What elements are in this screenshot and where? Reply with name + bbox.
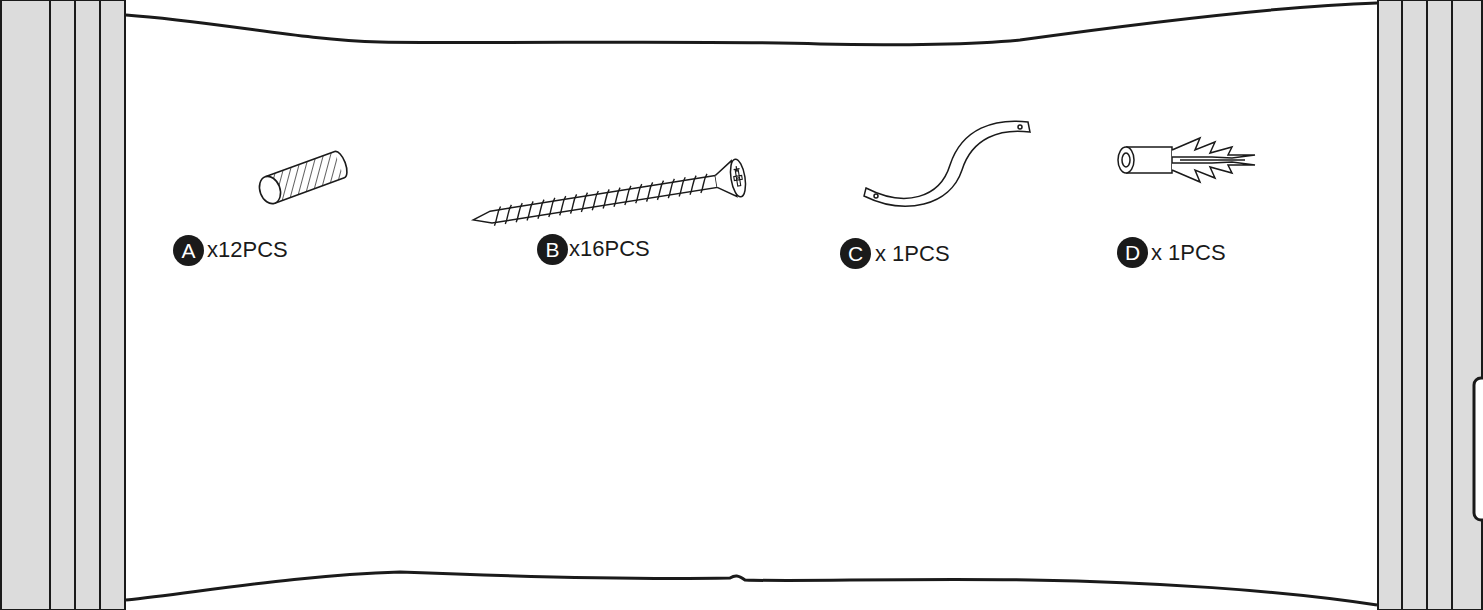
screw-thread	[557, 196, 569, 215]
quantity-text: x16PCS	[569, 236, 650, 262]
screw-thread	[589, 191, 601, 210]
quantity-text: x12PCS	[207, 237, 288, 263]
screw-thread	[535, 200, 547, 219]
screw-thread	[676, 177, 688, 196]
screw-thread	[622, 186, 634, 205]
bag-edge	[126, 572, 1377, 605]
screw-thread	[568, 194, 580, 213]
dowel-pin	[256, 149, 350, 206]
quantity-text: x 1PCS	[1151, 240, 1226, 266]
screw-thread	[633, 184, 645, 203]
callout-letter: A	[173, 235, 204, 266]
hang-tab	[1474, 378, 1483, 520]
screw-thread	[513, 203, 525, 222]
screw-thread	[524, 201, 536, 220]
screw-thread	[665, 179, 677, 198]
screw-thread	[600, 189, 612, 208]
quantity-text: x 1PCS	[875, 241, 950, 267]
callout-letter: D	[1117, 237, 1148, 268]
screw-thread	[644, 182, 656, 201]
wood-screw	[470, 158, 748, 239]
screw-thread	[579, 193, 591, 212]
screw-thread	[503, 205, 515, 224]
screw-thread	[492, 206, 504, 225]
screw-thread	[611, 188, 623, 207]
bag-body	[126, 3, 1377, 605]
callout-letter: B	[537, 234, 568, 265]
screw-thread	[698, 174, 710, 193]
bag-edge	[126, 3, 1377, 45]
screw-thread	[546, 198, 558, 217]
screw-thread	[655, 181, 667, 200]
metal-strap	[864, 121, 1030, 206]
wall-anchor	[1118, 138, 1255, 182]
screw-thread	[687, 176, 699, 195]
callout-letter: C	[840, 238, 871, 269]
